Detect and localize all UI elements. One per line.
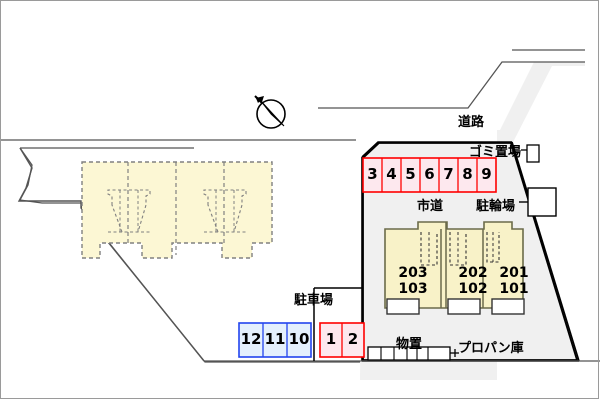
label-storage: 物置 [396,337,423,352]
unit-label-102: 102 [458,281,488,297]
property-boundary-right-diagonal [511,141,580,362]
label-parking-lot: 駐車場 [294,293,334,308]
bicycle-parking-box [519,187,557,217]
parking-stall-7[interactable]: 7 [443,165,454,183]
parking-stall-8[interactable]: 8 [462,165,473,183]
parking-row-south-pink [319,322,365,358]
label-bicycle-parking: 駐輪場 [476,199,516,214]
unit-label-203: 203 [398,265,428,281]
parking-stall-9[interactable]: 9 [481,165,492,183]
unit-label-202: 202 [458,265,488,281]
parking-stall-11[interactable]: 11 [264,330,286,348]
garbage-area-box [521,144,540,163]
parking-stall-1[interactable]: 1 [325,330,337,348]
main-apartment-building [384,221,525,315]
parking-stall-6[interactable]: 6 [424,165,435,183]
parking-stall-3[interactable]: 3 [367,165,378,183]
parking-stall-2[interactable]: 2 [347,330,359,348]
parking-lot-divider [313,287,362,361]
parking-row-south-blue [238,322,312,358]
label-garbage-area: ゴミ置場 [469,145,522,160]
property-boundary-main [361,141,512,158]
label-road: 道路 [458,115,485,130]
neighbor-building-left [81,161,273,259]
unit-label-201: 201 [499,265,529,281]
label-propane-storage: プロパン庫 [458,341,524,356]
label-city-road: 市道 [417,199,444,214]
storage-units-row [367,346,459,361]
north-arrow-icon [254,95,286,129]
parking-stall-4[interactable]: 4 [386,165,397,183]
unit-label-103: 103 [398,281,428,297]
parking-stall-10[interactable]: 10 [288,330,310,348]
left-parcel-outline [17,147,205,362]
road-edge-upper [318,61,585,109]
parking-stall-5[interactable]: 5 [405,165,416,183]
parking-stall-12[interactable]: 12 [240,330,262,348]
parking-row-north [362,157,497,193]
unit-label-101: 101 [499,281,529,297]
